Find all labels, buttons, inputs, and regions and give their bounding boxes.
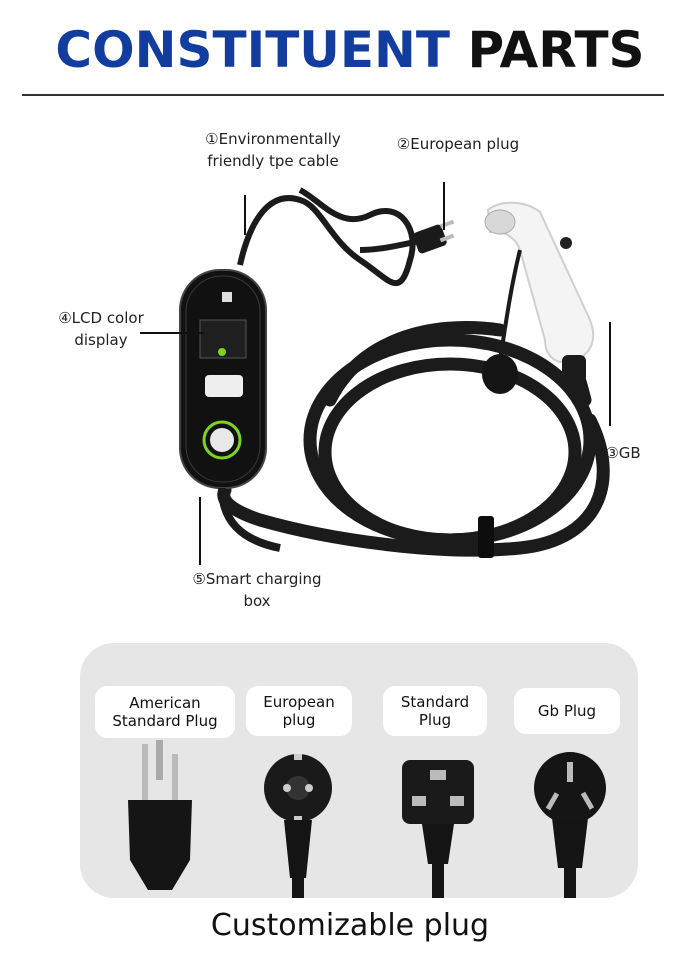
callout-box-line2: box: [243, 592, 271, 610]
title-part-parts: PARTS: [467, 21, 645, 79]
smart-charging-box: [179, 269, 267, 489]
label-european-line2: plug: [282, 711, 316, 729]
header-divider: [22, 94, 664, 96]
gb-plug-icon: [534, 752, 606, 900]
callout-cable-line1: ①Environmentally: [205, 130, 341, 148]
cable-leader-line: [244, 195, 246, 235]
callout-lcd: ④LCD color display: [46, 307, 156, 351]
label-american-line2: Standard Plug: [112, 712, 218, 730]
european-plug-head: [413, 219, 455, 254]
callout-gb: ③GB: [598, 442, 648, 464]
callout-box-line1: ⑤Smart charging: [192, 570, 322, 588]
gb-connector: [482, 201, 595, 394]
callout-cable: ①Environmentally friendly tpe cable: [188, 128, 358, 172]
footer-caption: Customizable plug: [210, 908, 490, 943]
callout-european-plug-text: ②European plug: [396, 135, 520, 153]
lcd-leader-line: [140, 332, 204, 334]
box-leader-line: [199, 497, 201, 565]
label-european-plug: European plug: [246, 686, 352, 736]
european-plug-icon: [264, 754, 332, 900]
page-title: CONSTITUENT PARTS: [0, 18, 700, 82]
label-american-line1: American: [129, 694, 201, 712]
label-standard-plug: Standard Plug: [383, 686, 487, 736]
label-gb-plug: Gb Plug: [514, 688, 620, 734]
callout-box: ⑤Smart charging box: [182, 568, 332, 612]
american-plug-icon: [128, 740, 192, 890]
label-gb-text: Gb Plug: [537, 702, 597, 720]
label-american-plug: American Standard Plug: [95, 686, 235, 738]
callout-european-plug: ②European plug: [383, 133, 533, 155]
ev-charger-illustration: [179, 187, 610, 558]
plug-leader-line: [443, 182, 445, 230]
footer-background: [0, 898, 700, 964]
input-cable: [237, 187, 416, 287]
standard-plug-icon: [402, 760, 474, 900]
label-standard-line1: Standard: [400, 693, 470, 711]
label-standard-line2: Plug: [418, 711, 452, 729]
title-part-constituent: CONSTITUENT: [55, 21, 451, 79]
gb-leader-line: [609, 322, 611, 426]
callout-lcd-line2: display: [74, 331, 128, 349]
callout-lcd-line1: ④LCD color: [58, 309, 144, 327]
callout-cable-line2: friendly tpe cable: [207, 152, 339, 170]
label-european-line1: European: [263, 693, 335, 711]
callout-gb-text: ③GB: [605, 444, 641, 462]
cable-strap: [478, 516, 494, 558]
